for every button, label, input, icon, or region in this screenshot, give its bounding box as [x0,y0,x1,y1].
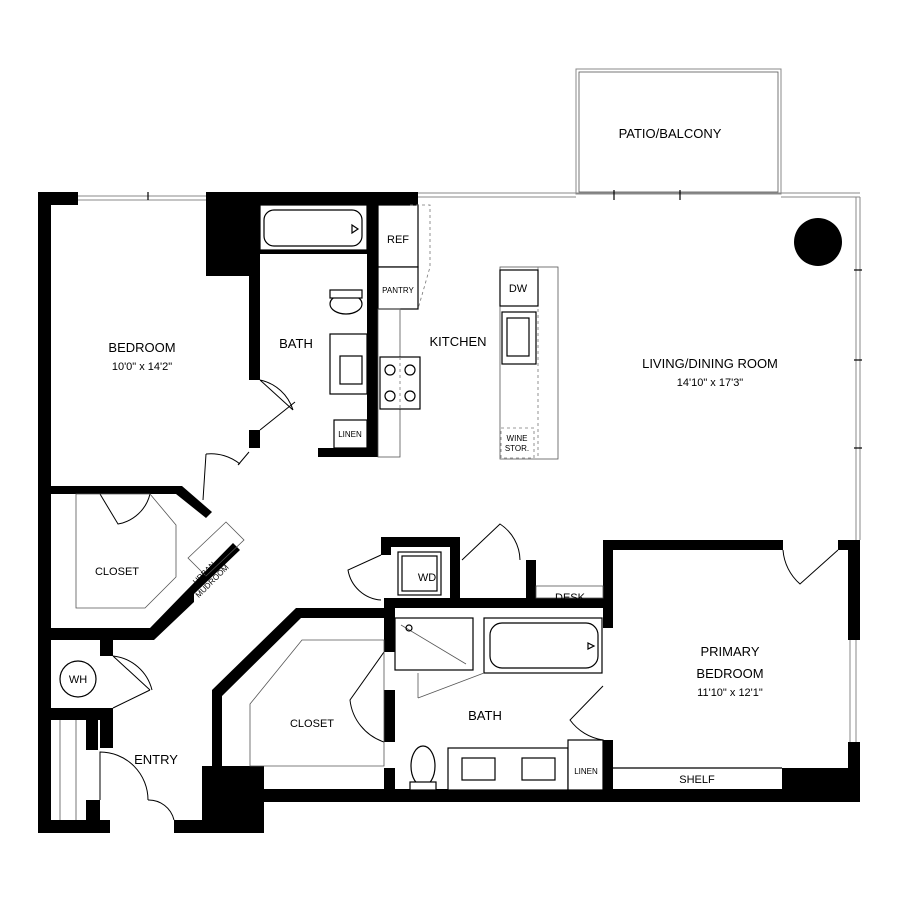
shelf-label: SHELF [679,774,715,786]
living-room-dims: 14'10" x 17'3" [677,377,744,389]
bedroom-dims: 10'0" x 14'2" [112,361,172,373]
upper-bath-label: BATH [279,336,313,351]
primary-bedroom-label-2: BEDROOM [696,666,763,681]
exterior-walls [38,192,860,833]
entry-label: ENTRY [134,752,178,767]
upper-linen-label: LINEN [338,430,362,439]
patio-balcony [575,68,782,195]
ref-label: REF [387,234,409,246]
wine-storage-label-2: STOR. [505,444,529,453]
primary-bedroom-dims: 11'10" x 12'1" [697,687,763,699]
bedroom-label: BEDROOM [108,340,175,355]
kitchen-cabinets [377,204,559,460]
wd-label: WD [418,572,436,584]
desk-label: DESK [555,592,586,604]
interior-walls [51,205,860,833]
water-heater-label: WH [69,674,87,686]
closet-lines [59,493,782,820]
lower-bath-label: BATH [468,708,502,723]
windows [78,190,862,742]
left-closet-label: CLOSET [95,566,139,578]
wine-storage-label-1: WINE [507,434,528,443]
primary-bedroom-label-1: PRIMARY [701,644,760,659]
kitchen-label: KITCHEN [429,334,486,349]
structural-column [794,218,842,266]
patio-label: PATIO/BALCONY [619,126,722,141]
doors [99,379,839,821]
living-room-label: LIVING/DINING ROOM [642,356,778,371]
lower-linen-label: LINEN [574,767,598,776]
lower-bath-fixtures [394,617,604,791]
upper-bath-fixtures [259,204,368,449]
lower-closet-label: CLOSET [290,718,334,730]
pantry-label: PANTRY [382,286,414,295]
dw-label: DW [509,283,528,295]
washer-dryer [397,551,604,599]
